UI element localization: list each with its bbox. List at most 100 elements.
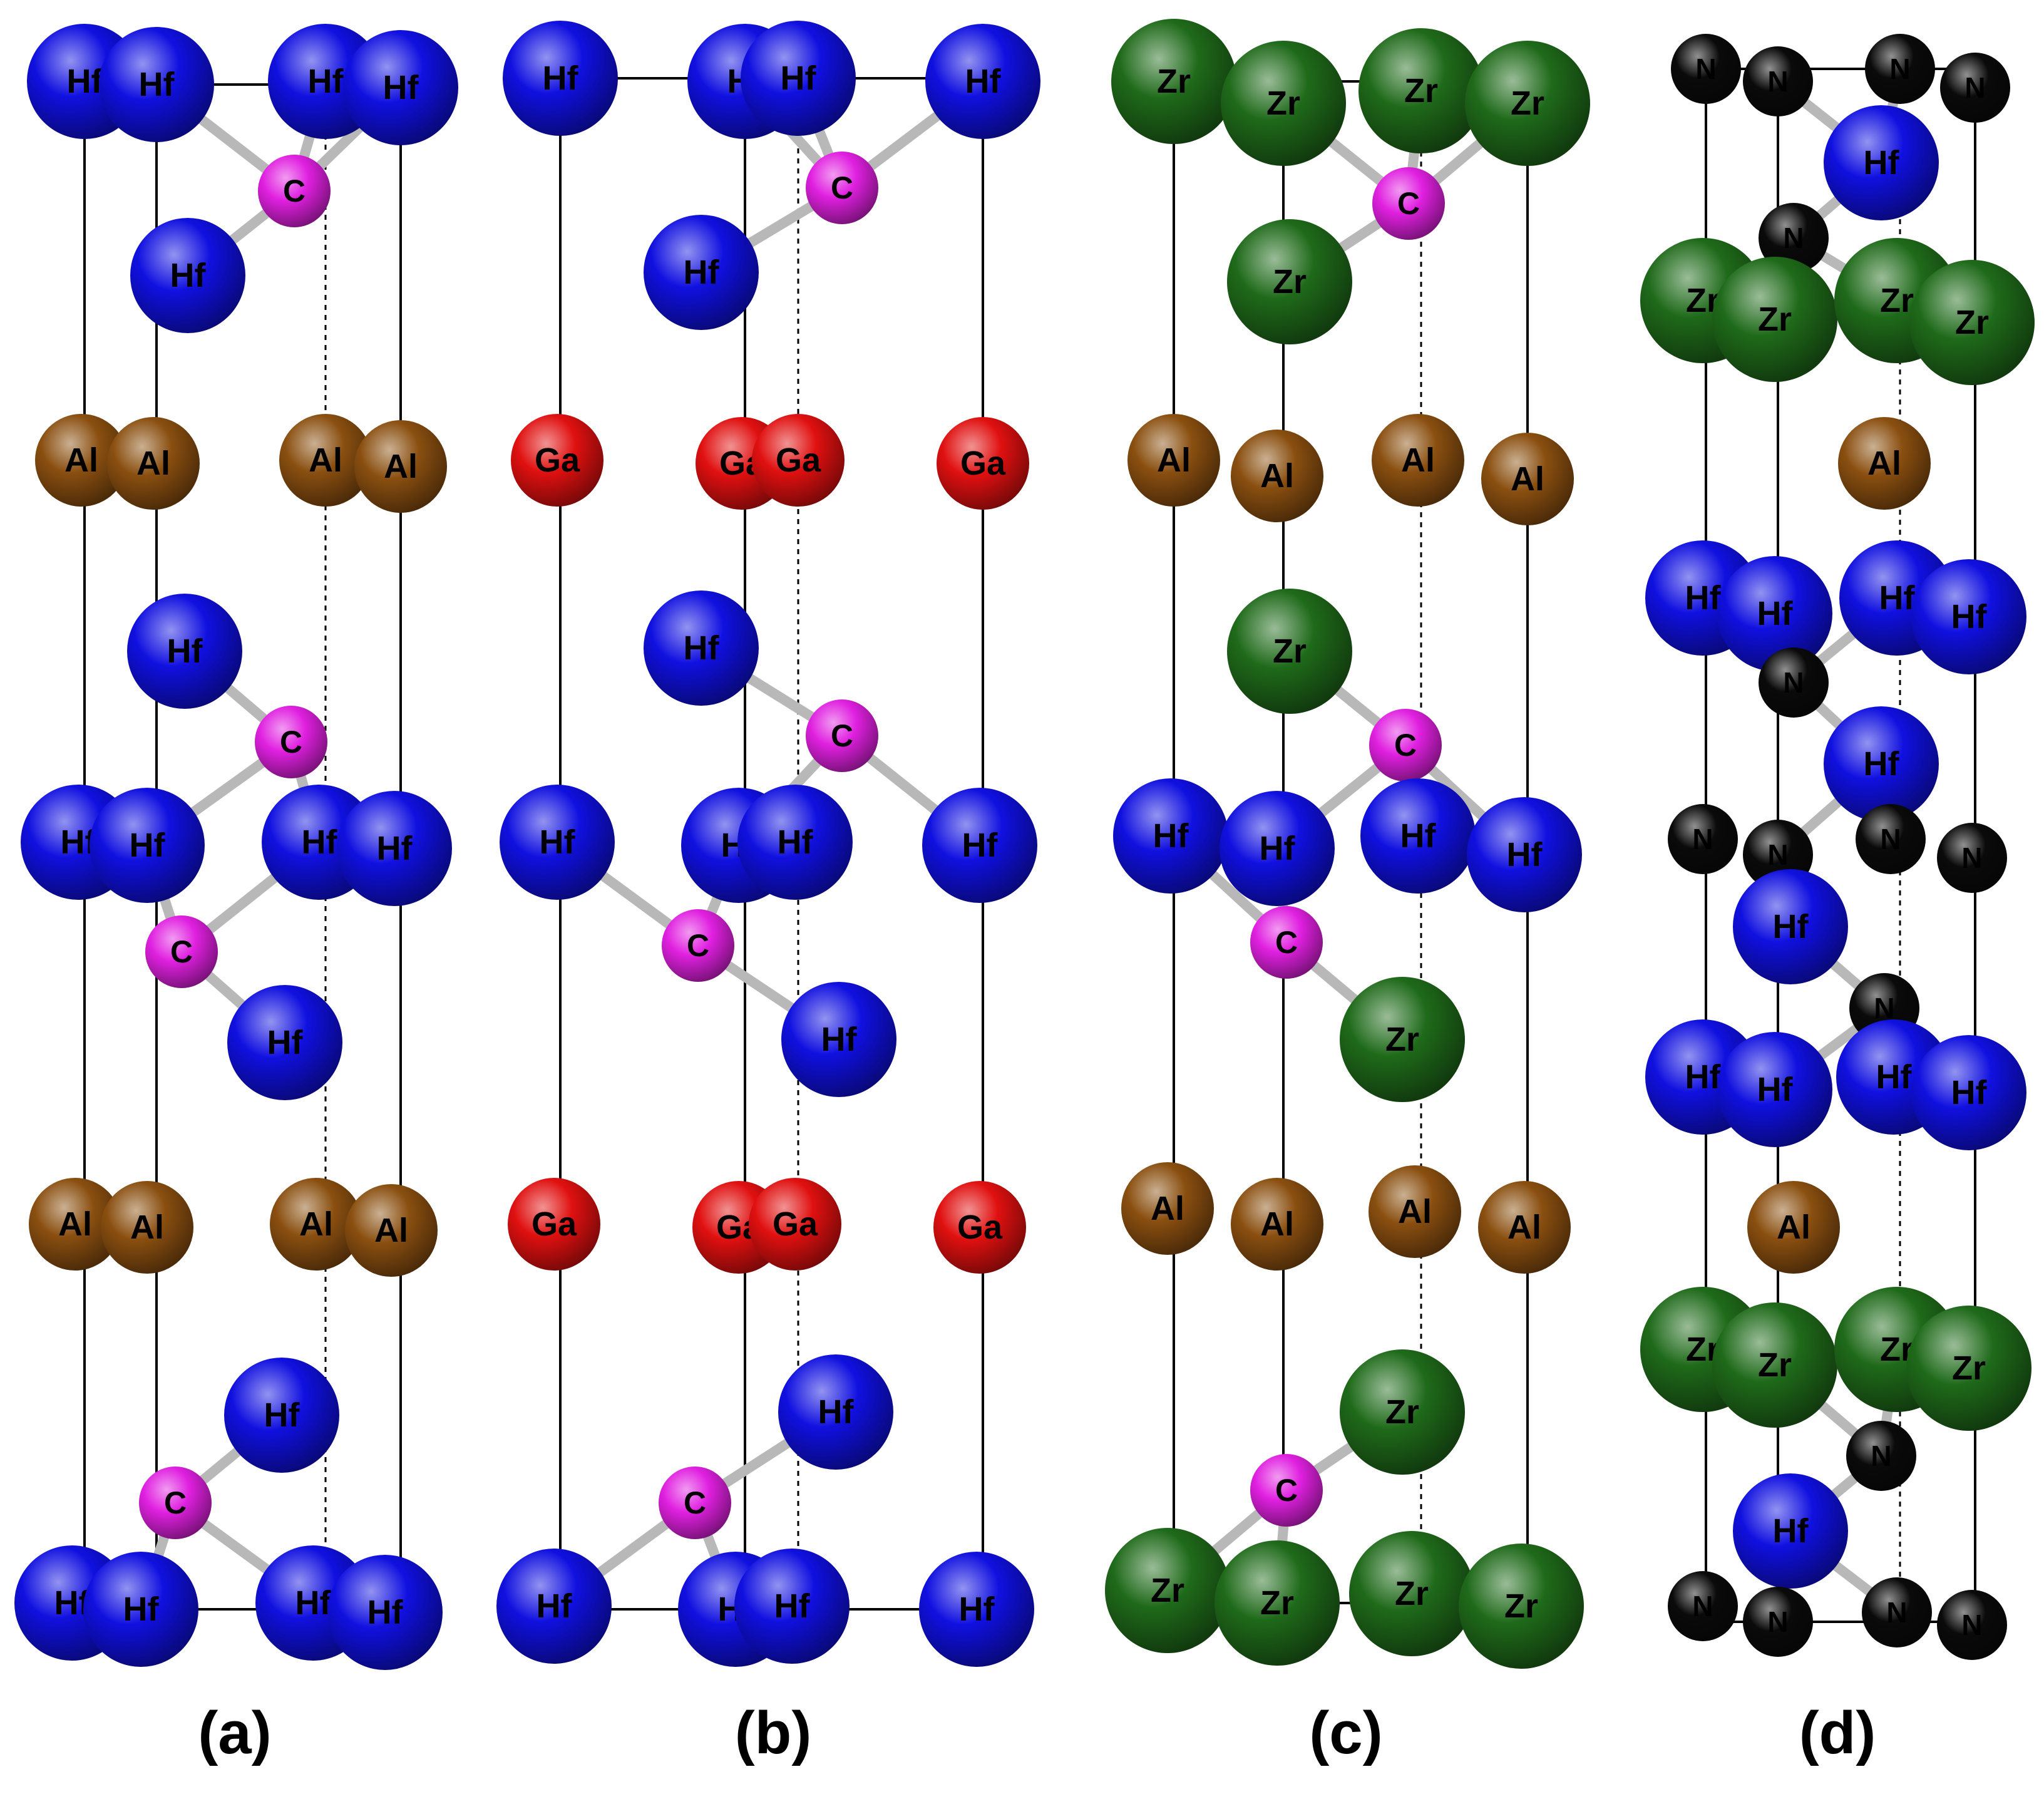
atom-label: Zr (1260, 1584, 1294, 1622)
atom-label: C (831, 718, 853, 753)
atom-label: Hf (1153, 817, 1189, 855)
atom-sphere (1712, 1302, 1837, 1428)
atom-hf: Hf (778, 1354, 893, 1470)
atom-sphere (279, 414, 372, 507)
atom-label: Hf (818, 1393, 855, 1431)
atom-zr: Zr (1227, 589, 1352, 714)
atom-hf: Hf (227, 985, 342, 1100)
atom-sphere (1911, 1035, 2026, 1150)
atom-label: C (1275, 925, 1298, 960)
atom-label: Hf (962, 827, 999, 864)
atom-sphere (354, 420, 447, 513)
atom-zr: Zr (1215, 1540, 1340, 1666)
atom-label: Hf (781, 59, 817, 97)
atom-zr: Zr (1227, 219, 1352, 344)
atom-zr: Zr (1340, 977, 1465, 1102)
atom-label: Hf (684, 254, 720, 291)
atom-sphere (933, 1181, 1026, 1274)
atom-hf: Hf (1733, 1473, 1848, 1589)
atom-hf: Hf (99, 27, 214, 142)
atom-sphere (1372, 414, 1464, 507)
atom-label: Hf (139, 66, 175, 103)
atom-ga: Ga (511, 414, 603, 507)
atom-label: Hf (267, 1024, 304, 1061)
atom-label: Zr (1385, 1021, 1419, 1058)
atom-label: Zr (1955, 304, 1989, 341)
atom-c: C (1372, 167, 1445, 240)
atom-al: Al (1231, 1178, 1323, 1271)
atom-label: Hf (383, 69, 419, 106)
atom-hf: Hf (1360, 778, 1476, 894)
atom-label: Zr (1395, 1575, 1429, 1612)
atom-sphere (1668, 1571, 1738, 1641)
atom-n: N (1671, 34, 1741, 104)
atom-sphere (1227, 589, 1352, 714)
atom-label: Hf (67, 63, 103, 100)
atom-n: N (1862, 1577, 1932, 1647)
atom-n: N (1743, 1587, 1813, 1657)
atom-al: Al (345, 1184, 438, 1277)
atom-sphere (737, 785, 853, 900)
atom-label: Zr (1385, 1393, 1419, 1431)
atom-sphere (101, 1181, 193, 1274)
atom-sphere (107, 417, 200, 510)
atom-label: Zr (1880, 282, 1914, 319)
atom-label: N (1767, 65, 1788, 98)
atom-hf: Hf (741, 21, 856, 136)
atom-sphere (1111, 19, 1236, 144)
atom-label: N (1889, 53, 1910, 85)
atom-label: Zr (1504, 1587, 1538, 1625)
atom-sphere (1340, 1349, 1465, 1475)
atom-sphere (1712, 257, 1837, 382)
atom-sphere (1747, 1181, 1840, 1274)
atom-hf: Hf (337, 791, 452, 906)
atom-sphere (345, 1184, 438, 1277)
atom-al: Al (354, 420, 447, 513)
atom-label: Al (1401, 441, 1435, 479)
atom-c: C (806, 152, 878, 224)
atom-sphere (1937, 1590, 2007, 1660)
atom-sphere (1909, 260, 2035, 385)
atom-hf: Hf (1717, 1032, 1832, 1147)
atom-label: Zr (1151, 1572, 1184, 1609)
panel-caption-b: (b) (735, 1699, 812, 1766)
panel-caption-a: (a) (198, 1699, 271, 1766)
atom-label: N (1964, 71, 1985, 104)
atom-label: C (283, 173, 306, 209)
atom-label: C (1275, 1473, 1298, 1508)
atom-sphere (1668, 804, 1738, 874)
atom-hf: Hf (327, 1555, 443, 1670)
atom-ga: Ga (937, 417, 1029, 510)
atom-n: N (1668, 804, 1738, 874)
atom-label: Al (64, 441, 98, 479)
atom-al: Al (1481, 433, 1574, 525)
atom-hf: Hf (503, 21, 618, 136)
atom-sphere (1865, 34, 1935, 104)
atom-hf: Hf (500, 785, 615, 900)
atom-label: Hf (1507, 836, 1543, 874)
atom-al: Al (279, 414, 372, 507)
atom-label: Al (136, 445, 170, 482)
atom-label: C (687, 928, 709, 963)
atom-ga: Ga (508, 1178, 600, 1271)
atom-n: N (1668, 1571, 1738, 1641)
atom-label: Zr (1273, 632, 1307, 670)
atom-zr: Zr (1349, 1531, 1474, 1656)
atom-al: Al (35, 414, 128, 507)
atom-label: Hf (1864, 144, 1900, 182)
atom-sphere (1733, 1473, 1848, 1589)
atom-label: Hf (1757, 1071, 1794, 1108)
atom-label: Zr (1511, 85, 1544, 122)
atom-label: Zr (1266, 85, 1300, 122)
atom-sphere (1940, 53, 2010, 123)
atom-sphere (1227, 219, 1352, 344)
atom-zr: Zr (1105, 1528, 1230, 1653)
atom-label: Hf (367, 1594, 404, 1631)
atom-zr: Zr (1358, 28, 1484, 153)
atom-sphere (659, 1467, 731, 1539)
atom-label: Hf (308, 63, 344, 100)
atom-label: N (1880, 823, 1901, 855)
atom-label: Zr (1273, 263, 1307, 301)
